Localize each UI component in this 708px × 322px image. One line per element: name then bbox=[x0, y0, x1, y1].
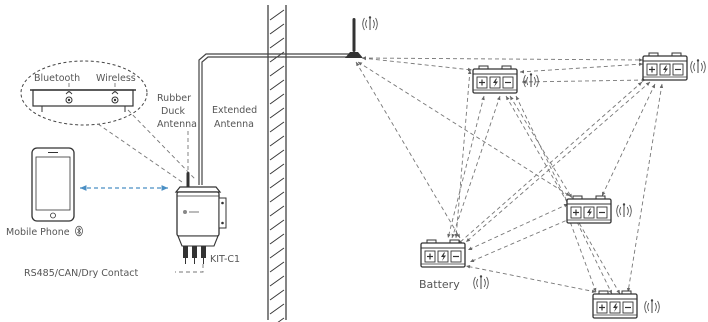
wall-hatch-line bbox=[269, 191, 285, 203]
mesh-link-arrow bbox=[469, 217, 573, 263]
wall-hatch-line bbox=[269, 135, 285, 147]
wall-hatch-line bbox=[269, 79, 285, 91]
mesh-link-arrow bbox=[447, 95, 485, 239]
mesh-link-arrow bbox=[567, 215, 597, 293]
rubber-duck-label-line2: Duck bbox=[161, 106, 186, 117]
battery-1 bbox=[472, 65, 539, 94]
bluetooth-label: Bluetooth bbox=[34, 73, 80, 84]
rs485-label: RS485/CAN/Dry Contact bbox=[24, 268, 139, 279]
mesh-link-arrow bbox=[626, 83, 664, 293]
rubber-duck-label-line1: Rubber bbox=[157, 93, 191, 104]
wall-hatch-line bbox=[269, 9, 285, 21]
extended-antenna-label-line1: Extended bbox=[212, 105, 257, 116]
mesh-link-arrow bbox=[361, 56, 473, 72]
mesh-link-arrow bbox=[465, 265, 597, 293]
wall-hatch-line bbox=[269, 149, 285, 161]
device-top-detail bbox=[20, 60, 148, 126]
extended-antenna-label-line2: Antenna bbox=[214, 119, 254, 130]
battery-3 bbox=[566, 195, 632, 224]
kit-c1-device bbox=[174, 172, 227, 264]
wall-hatch-line bbox=[269, 205, 285, 217]
wall-hatch-line bbox=[269, 37, 285, 49]
mesh-link-arrow bbox=[515, 95, 613, 295]
bluetooth-icon bbox=[75, 225, 83, 237]
wifi-signal-icon bbox=[644, 298, 660, 314]
wall-hatch-line bbox=[269, 23, 285, 35]
battery-2 bbox=[642, 52, 706, 81]
mesh-link-arrow bbox=[451, 95, 501, 239]
mesh-link-arrow bbox=[361, 56, 644, 62]
rubber-duck-label-line3: Antenna bbox=[157, 119, 197, 130]
mesh-link-arrow bbox=[467, 203, 569, 251]
battery-5 bbox=[592, 290, 660, 319]
mesh-link-arrow bbox=[519, 62, 644, 74]
kit-c1-label: KIT-C1 bbox=[210, 254, 240, 265]
mesh-link-arrow bbox=[355, 61, 461, 239]
mobile-phone bbox=[31, 147, 75, 222]
mesh-link-arrow bbox=[454, 69, 472, 239]
wall-hatch-line bbox=[269, 233, 285, 245]
extended-antenna-cable bbox=[198, 53, 352, 185]
mesh-link-arrow bbox=[465, 81, 651, 243]
wall-hatch-line bbox=[269, 121, 285, 133]
wifi-signal-icon bbox=[523, 72, 539, 88]
outdoor-antenna bbox=[345, 15, 378, 58]
battery-mesh-links bbox=[355, 56, 664, 295]
wall-hatch-line bbox=[269, 219, 285, 231]
wall bbox=[267, 5, 287, 322]
wifi-signal-icon bbox=[616, 202, 632, 218]
battery-label: Battery bbox=[419, 278, 460, 291]
wifi-signal-icon bbox=[690, 58, 706, 74]
mesh-link-arrow bbox=[457, 81, 643, 245]
wall-hatch-line bbox=[269, 93, 285, 105]
wall-hatch-line bbox=[269, 289, 285, 301]
wall-hatch-line bbox=[269, 303, 285, 315]
wall-hatch-line bbox=[277, 317, 285, 322]
wireless-label: Wireless bbox=[96, 73, 136, 84]
wall-hatch-line bbox=[269, 247, 285, 259]
wall-hatch-line bbox=[269, 65, 285, 77]
mobile-phone-label: Mobile Phone bbox=[6, 227, 70, 238]
wall-hatch-line bbox=[269, 107, 285, 119]
wifi-signal-icon bbox=[362, 15, 378, 31]
wifi-signal-icon bbox=[473, 274, 489, 290]
wall-hatch-line bbox=[269, 177, 285, 189]
wall-hatch-line bbox=[269, 261, 285, 273]
wall-hatch-line bbox=[269, 275, 285, 287]
wall-hatch-line bbox=[269, 163, 285, 175]
mesh-link-arrow bbox=[521, 78, 647, 84]
